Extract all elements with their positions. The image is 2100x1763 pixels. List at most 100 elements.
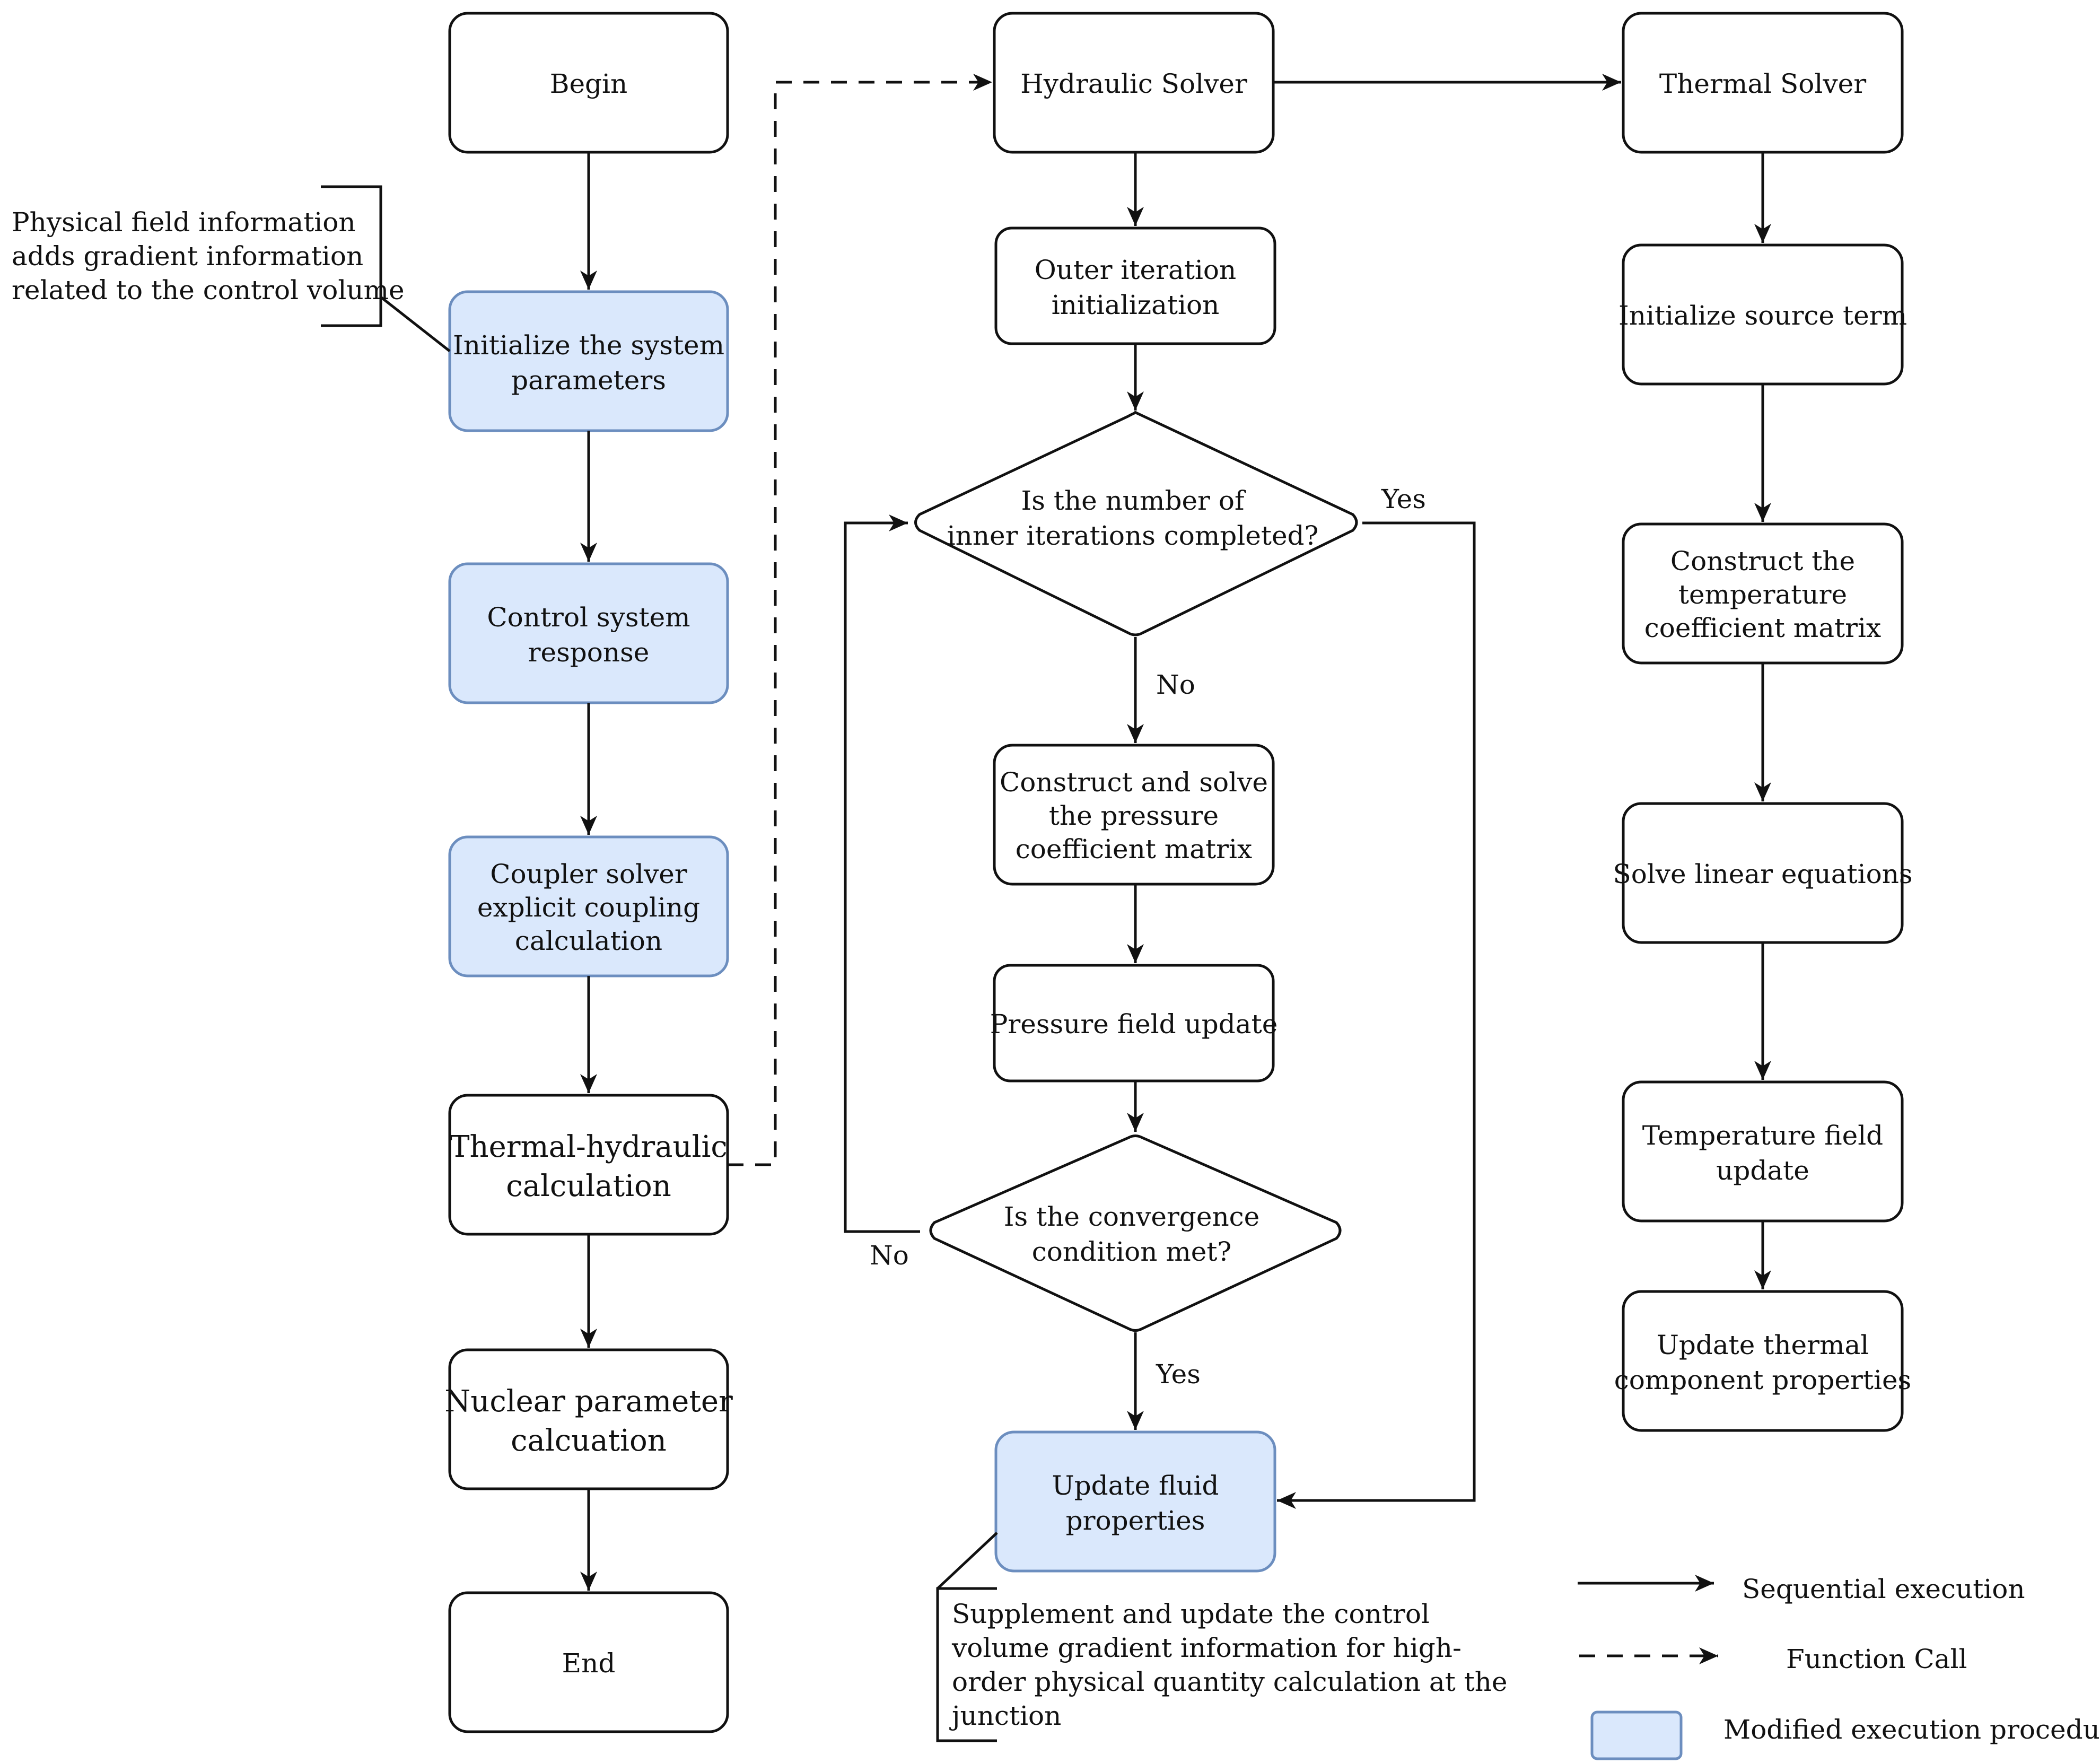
node-outer-iter-text-line: initialization	[1052, 290, 1220, 320]
node-construct-pressure-text-line: coefficient matrix	[1016, 834, 1252, 865]
legend-modified-label: Modified execution procedure	[1723, 1714, 2100, 1745]
node-begin-text-line: Begin	[550, 68, 628, 99]
node-inner-iter-decision-text-line: inner iterations completed?	[947, 520, 1319, 551]
annotation-physical-field-text-line: related to the control volume	[12, 275, 405, 306]
annotation-supplement-text-line: Supplement and update the control	[952, 1599, 1430, 1629]
node-solve-linear: Solve linear equations	[1613, 802, 1913, 944]
node-outer-iter: Outer iteration initialization	[994, 226, 1276, 345]
node-construct-temp-text-line: temperature	[1678, 579, 1847, 610]
node-update-fluid-text-line: Update fluid	[1052, 1470, 1219, 1501]
label-inner-no: No	[1156, 669, 1195, 700]
legend-modified-swatch	[1590, 1710, 1683, 1760]
annotation-physical-field-bracket	[321, 185, 382, 327]
node-update-thermal-text-line: Update thermal	[1657, 1330, 1869, 1360]
node-inner-iter-decision-text-line: Is the number of	[1021, 485, 1246, 516]
annotation-supplement-text-line: junction	[949, 1700, 1061, 1731]
annotation-physical-field-leader	[380, 296, 451, 352]
node-control-system-text-line: response	[528, 637, 650, 668]
node-init-system-text-line: Initialize the system	[453, 330, 724, 361]
node-nuclear-param-text: Nuclear parameter calcuation	[444, 1384, 733, 1458]
node-init-source-text-line: Initialize source term	[1618, 300, 1907, 331]
node-outer-iter-text-line: Outer iteration	[1035, 255, 1236, 285]
annotation-supplement-text-line: volume gradient information for high-	[951, 1633, 1462, 1663]
node-convergence-decision: Is the convergence condition met?	[929, 1134, 1342, 1332]
node-control-system: Control system response	[448, 562, 729, 704]
node-thermal-solver: Thermal Solver	[1622, 12, 1904, 154]
node-hydraulic-solver: Hydraulic Solver	[993, 12, 1275, 154]
label-convergence-no: No	[870, 1240, 909, 1271]
node-thermal-hydraulic-text-line: Thermal-hydraulic	[450, 1130, 728, 1164]
node-thermal-hydraulic-text-line: calculation	[506, 1169, 671, 1203]
node-coupler-solver-text-line: Coupler solver	[490, 859, 687, 889]
node-hydraulic-solver-text-line: Hydraulic Solver	[1020, 68, 1247, 99]
node-control-system-text: Control system response	[487, 602, 690, 668]
node-thermal-solver-text: Thermal Solver	[1659, 68, 1866, 99]
node-construct-pressure-text-line: the pressure	[1049, 800, 1219, 831]
node-control-system-text-line: Control system	[487, 602, 690, 633]
edge-function-call-hydraulic	[728, 74, 992, 1166]
annotation-supplement-text: Supplement and update the control volume …	[949, 1599, 1508, 1731]
node-inner-iter-decision: Is the number of inner iterations complet…	[914, 411, 1358, 636]
node-init-system-text: Initialize the system parameters	[453, 330, 724, 396]
node-pressure-update: Pressure field update	[990, 964, 1278, 1083]
edge-convergence-no-loop	[844, 514, 920, 1233]
node-end-text: End	[562, 1648, 616, 1679]
node-nuclear-param-text-line: Nuclear parameter	[444, 1384, 733, 1419]
annotation-supplement: Supplement and update the control volume …	[936, 1532, 1508, 1742]
node-hydraulic-solver-text: Hydraulic Solver	[1020, 68, 1247, 99]
node-coupler-solver-text-line: calculation	[515, 926, 662, 956]
annotation-supplement-bracket	[936, 1587, 997, 1742]
node-convergence-decision-text-line: Is the convergence	[1004, 1201, 1260, 1232]
node-begin: Begin	[448, 12, 729, 154]
node-construct-temp-text-line: coefficient matrix	[1644, 613, 1881, 643]
node-solve-linear-text: Solve linear equations	[1613, 859, 1912, 889]
node-init-system: Initialize the system parameters	[448, 290, 729, 432]
legend-function-call-label: Function Call	[1786, 1644, 1967, 1674]
legend: Sequential execution Function Call Modif…	[1578, 1574, 2100, 1760]
node-thermal-hydraulic-text: Thermal-hydraulic calculation	[450, 1130, 728, 1203]
annotation-physical-field-text-line: Physical field information	[12, 207, 356, 238]
edge-inner-yes-to-update-fluid	[1277, 521, 1476, 1509]
node-construct-pressure-text-line: Construct and solve	[1000, 767, 1268, 798]
node-update-fluid: Update fluid properties	[994, 1430, 1276, 1573]
label-inner-yes: Yes	[1381, 484, 1426, 514]
node-end: End	[448, 1591, 729, 1733]
node-pressure-update-text-line: Pressure field update	[990, 1009, 1278, 1040]
node-solve-linear-text-line: Solve linear equations	[1613, 859, 1912, 889]
node-nuclear-param: Nuclear parameter calcuation	[444, 1348, 733, 1490]
annotation-supplement-leader	[937, 1532, 998, 1590]
legend-sequential-label: Sequential execution	[1742, 1574, 2025, 1604]
node-construct-temp-text-line: Construct the	[1670, 546, 1855, 577]
node-nuclear-param-text-line: calcuation	[511, 1424, 667, 1458]
node-update-fluid-text: Update fluid properties	[1052, 1470, 1219, 1536]
node-init-source: Initialize source term	[1618, 243, 1907, 386]
annotation-physical-field-text-line: adds gradient information	[12, 241, 363, 272]
node-init-system-text-line: parameters	[511, 365, 666, 396]
node-pressure-update-text: Pressure field update	[990, 1009, 1278, 1040]
node-update-fluid-text-line: properties	[1066, 1505, 1205, 1536]
node-update-thermal: Update thermal component properties	[1614, 1290, 1911, 1432]
node-update-thermal-text: Update thermal component properties	[1614, 1330, 1911, 1395]
node-end-text-line: End	[562, 1648, 616, 1679]
node-temp-update-text-line: Temperature field	[1642, 1120, 1883, 1151]
node-outer-iter-text: Outer iteration initialization	[1035, 255, 1236, 320]
node-thermal-hydraulic: Thermal-hydraulic calculation	[448, 1094, 729, 1236]
node-convergence-decision-text: Is the convergence condition met?	[1004, 1201, 1260, 1267]
annotation-supplement-text-line: order physical quantity calculation at t…	[952, 1666, 1508, 1697]
node-update-thermal-text-line: component properties	[1614, 1365, 1911, 1395]
node-init-source-text: Initialize source term	[1618, 300, 1907, 331]
node-inner-iter-decision-text: Is the number of inner iterations complet…	[947, 485, 1319, 551]
node-thermal-solver-text-line: Thermal Solver	[1659, 68, 1866, 99]
node-convergence-decision-text-line: condition met?	[1032, 1236, 1232, 1267]
